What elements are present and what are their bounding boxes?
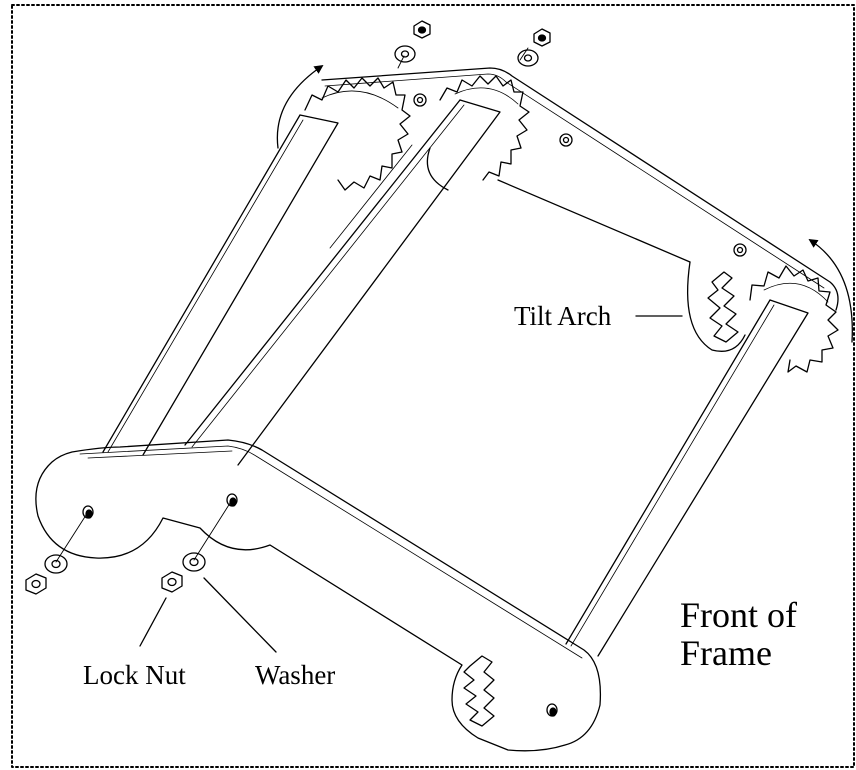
lock-nut-top-right (533, 28, 551, 47)
lock-nut-top-left (413, 20, 431, 39)
tilt-arch-label: Tilt Arch (514, 301, 612, 331)
washer-left (44, 554, 68, 574)
back-middle-ratchet-gear (426, 75, 530, 191)
back-plate-bolts (413, 93, 747, 257)
front-ratchet-teeth (463, 655, 495, 727)
left-crossbar (102, 114, 339, 456)
dotted-border (11, 4, 855, 768)
front-of-frame-line2: Frame (680, 633, 772, 673)
back-tilt-plate (321, 67, 839, 352)
back-left-ratchet-gear (304, 77, 411, 191)
upper-washers-and-nuts (394, 20, 551, 69)
tilt-arch-part (707, 271, 739, 343)
lock-nut-right (161, 571, 183, 593)
front-of-frame-line1: Front of (680, 595, 797, 635)
lock-nut-leader (139, 597, 167, 647)
front-plate (35, 439, 602, 752)
lower-washers-and-nuts (25, 499, 233, 595)
washer-top-left (394, 45, 416, 63)
washer-leader (203, 577, 277, 653)
washer-label: Washer (255, 660, 336, 690)
middle-crossbar (184, 99, 501, 466)
back-right-ratchet-gear (749, 265, 839, 373)
lock-nut-label: Lock Nut (83, 660, 186, 690)
washer-top-right (517, 49, 539, 67)
rotation-arrow-left (276, 64, 324, 149)
front-of-frame-label: Front of Frame (680, 596, 797, 672)
front-crossbar (565, 299, 809, 657)
washer-right (182, 552, 206, 572)
lock-nut-left (25, 573, 47, 595)
rotation-arrow-right (808, 239, 853, 343)
